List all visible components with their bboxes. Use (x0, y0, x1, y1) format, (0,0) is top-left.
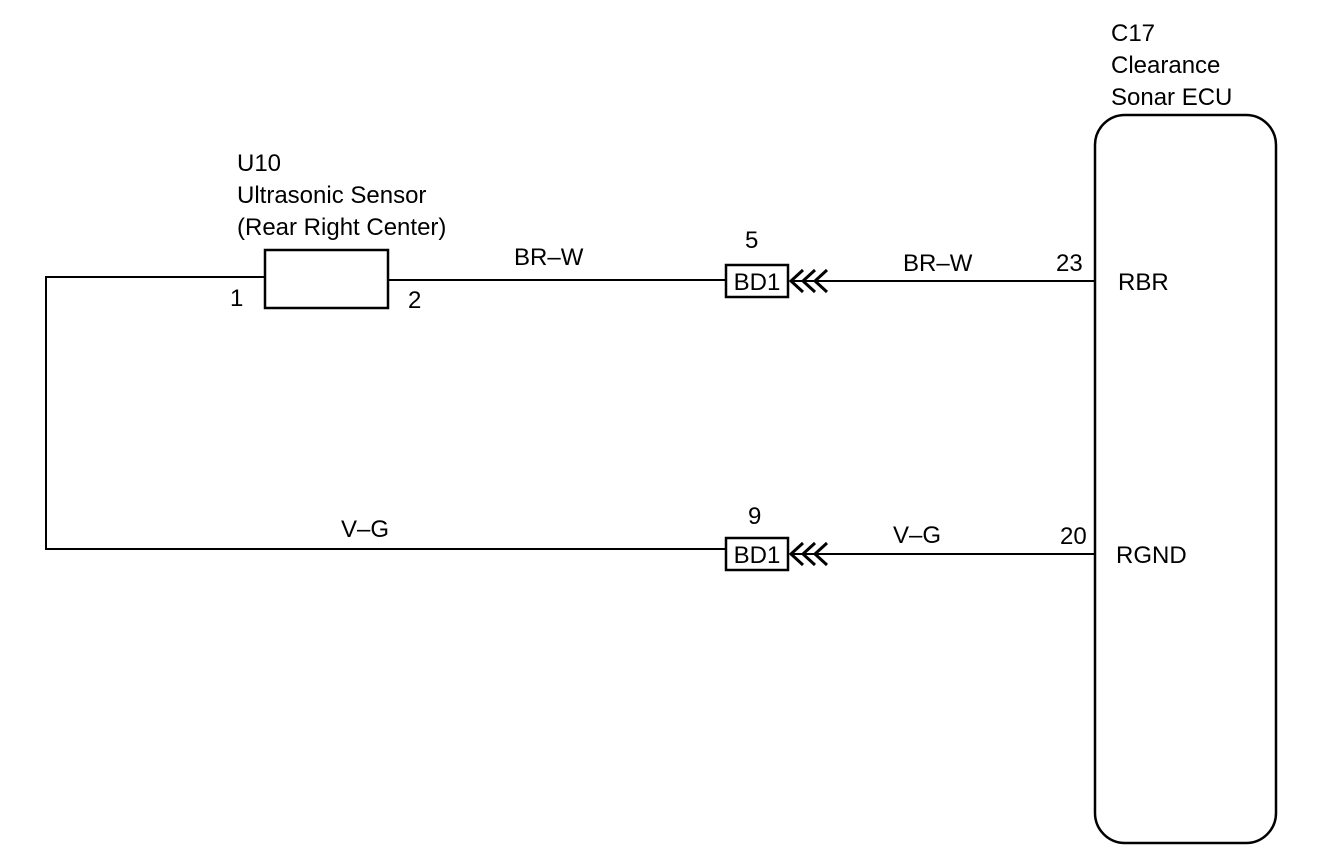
wires (45, 276, 1095, 555)
wire-label-br-w-right: BR–W (903, 250, 973, 277)
connector-chevron-icon (788, 268, 829, 294)
sensor-name-line1: Ultrasonic Sensor (237, 182, 426, 209)
connector-box (724, 263, 790, 299)
connector-pin-number-9: 9 (748, 503, 761, 530)
connector-pin-number-5: 5 (745, 227, 758, 254)
ecu-body (1093, 113, 1278, 845)
connector-box (724, 536, 790, 572)
ecu-pin-number-23: 23 (1056, 250, 1083, 277)
ecu-pin-name-rbr: RBR (1118, 269, 1169, 296)
sensor-body (263, 248, 390, 310)
wire-label-v-g-right: V–G (893, 522, 941, 549)
connector-chevron-icon (788, 541, 829, 567)
sensor-pin-1: 1 (230, 285, 243, 312)
connector-bd1-pin5: 5 BD1 (724, 227, 829, 299)
ecu-name-line1: Clearance (1111, 52, 1220, 79)
sensor-pin-2: 2 (408, 287, 421, 314)
sensor-name-line2: (Rear Right Center) (237, 214, 446, 241)
wire-label-v-g-left: V–G (341, 516, 389, 543)
connector-label: BD1 (734, 542, 781, 569)
sensor-block: U10 Ultrasonic Sensor (Rear Right Center… (230, 150, 446, 314)
ecu-code: C17 (1111, 20, 1155, 47)
connector-bd1-pin9: 9 BD1 (724, 503, 829, 572)
wire-loop-left (45, 276, 726, 550)
ecu-block: C17 Clearance Sonar ECU RBR RGND 23 20 (1056, 20, 1278, 845)
wire-labels: BR–W BR–W V–G V–G (341, 244, 973, 549)
connector-label: BD1 (734, 269, 781, 296)
sensor-code: U10 (237, 150, 281, 177)
ecu-pin-name-rgnd: RGND (1116, 542, 1187, 569)
ecu-pin-number-20: 20 (1060, 523, 1087, 550)
ecu-name-line2: Sonar ECU (1111, 84, 1232, 111)
wire-label-br-w-left: BR–W (514, 244, 584, 271)
